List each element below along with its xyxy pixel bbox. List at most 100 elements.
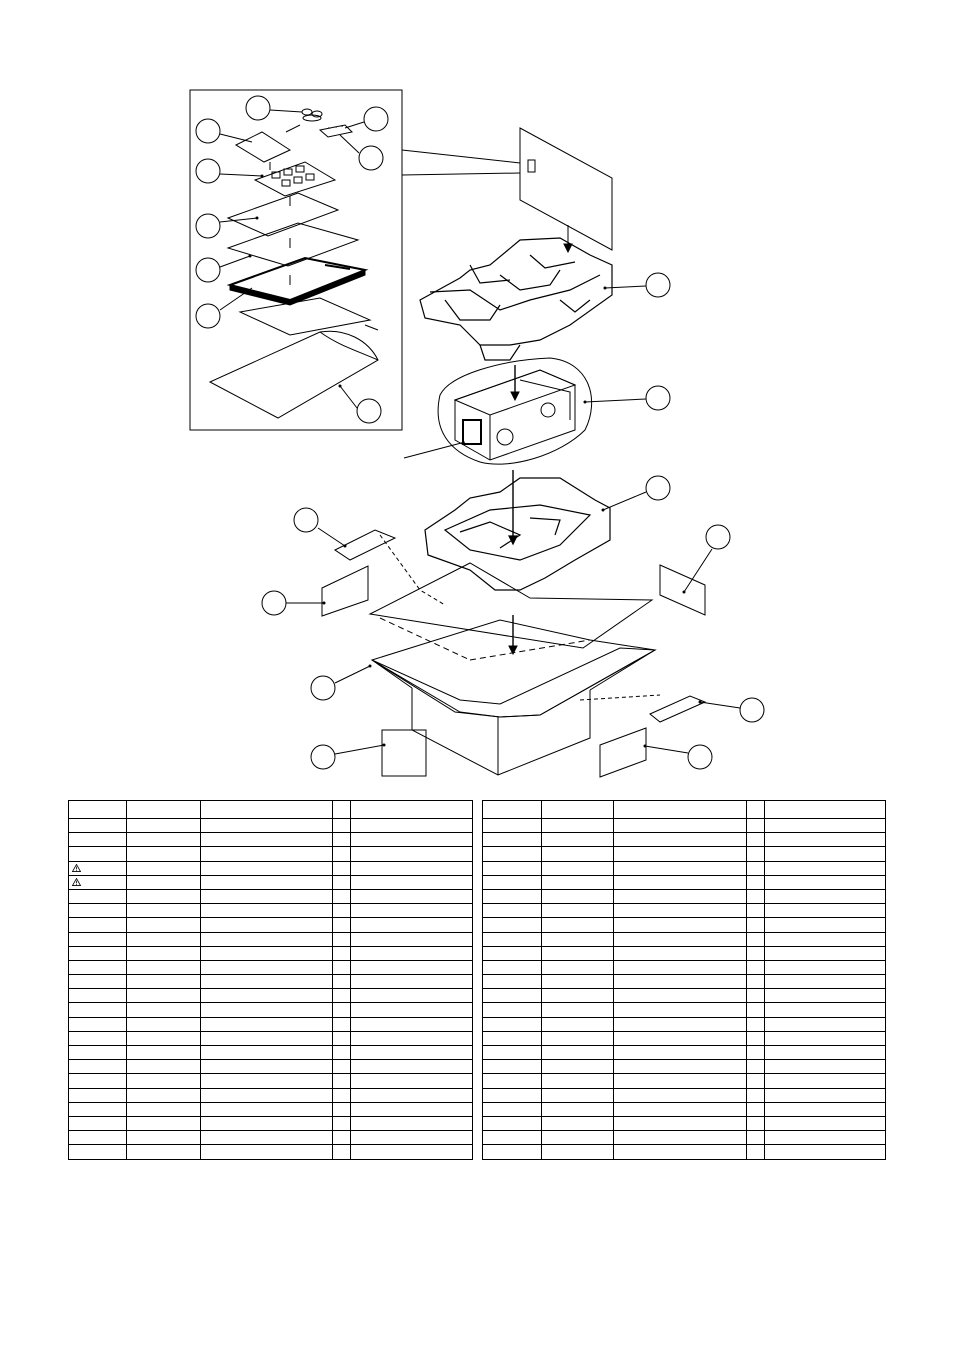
table-cell [332, 917, 351, 933]
table-cell [541, 1116, 614, 1132]
table-cell [126, 875, 201, 890]
callout-markers [195, 95, 765, 770]
table-cell [350, 1045, 473, 1061]
table-cell [541, 875, 614, 890]
table-cell [126, 1116, 201, 1132]
callout-marker-8 [195, 303, 221, 329]
table-cell [482, 1059, 542, 1075]
table-cell [332, 1088, 351, 1103]
table-cell [482, 1130, 542, 1146]
table-cell [68, 889, 127, 905]
table-cell [482, 1144, 542, 1160]
callout-marker-5 [195, 158, 221, 184]
label-side-left [321, 565, 369, 617]
table-cell [746, 903, 765, 919]
table-cell [200, 988, 333, 1004]
callout-marker-17 [739, 697, 765, 723]
table-row [482, 1144, 886, 1160]
table-cell [68, 903, 127, 919]
table-cell [332, 875, 351, 890]
table-cell [126, 1031, 201, 1047]
table-cell [613, 1017, 747, 1032]
table-cell [332, 903, 351, 919]
parts-table-right [482, 800, 886, 1160]
table-cell [764, 903, 886, 919]
table-cell [613, 1102, 747, 1117]
table-cell [613, 960, 747, 976]
table-cell [126, 1002, 201, 1018]
table-row [482, 1045, 886, 1061]
table-cell [482, 903, 542, 919]
table-cell [200, 875, 333, 890]
table-cell [350, 917, 473, 933]
table-row [482, 1088, 886, 1103]
table-cell [200, 903, 333, 919]
table-cell [764, 960, 886, 976]
table-cell [482, 1073, 542, 1089]
table-cell [541, 1130, 614, 1146]
table-cell [200, 1031, 333, 1047]
table-row [482, 818, 886, 834]
table-cell [332, 1144, 351, 1160]
table-row [68, 832, 473, 848]
table-cell [541, 1017, 614, 1032]
label-front-right [599, 727, 647, 778]
table-cell [332, 832, 351, 848]
table-cell [541, 1059, 614, 1075]
operating-manual-icon [226, 256, 369, 306]
table-cell [350, 974, 473, 990]
table-cell [764, 974, 886, 990]
table-cell [746, 1073, 765, 1089]
table-cell [613, 1088, 747, 1103]
table-cell [482, 861, 542, 876]
table-cell [746, 1059, 765, 1075]
table-cell [613, 903, 747, 919]
table-cell [613, 1002, 747, 1018]
table-row [68, 875, 473, 890]
callout-marker-14 [705, 524, 731, 550]
table-cell [68, 1045, 127, 1061]
table-row [482, 832, 886, 848]
table-cell [126, 1045, 201, 1061]
callout-marker-15 [261, 590, 287, 616]
table-cell [68, 1073, 127, 1089]
table-cell [332, 946, 351, 961]
table-row [482, 1116, 886, 1132]
table-cell [764, 1017, 886, 1032]
carton-box [368, 562, 657, 776]
warning-triangle-icon [72, 864, 81, 873]
table-row [68, 1130, 473, 1146]
table-cell [200, 1102, 333, 1117]
table-cell [764, 1144, 886, 1160]
table-cell [126, 832, 201, 848]
table-cell [68, 1059, 127, 1075]
table-row [482, 946, 886, 961]
table-row [68, 988, 473, 1004]
parts-table-left [68, 800, 473, 1160]
table-cell [764, 818, 886, 834]
table-cell [126, 946, 201, 961]
table-cell [332, 1073, 351, 1089]
table-cell [126, 1073, 201, 1089]
table-cell [764, 1102, 886, 1117]
table-cell [200, 832, 333, 848]
table-row [482, 917, 886, 933]
table-cell [482, 1116, 542, 1132]
table-cell [746, 946, 765, 961]
table-cell [68, 1116, 127, 1132]
table-right-body [482, 818, 886, 1160]
table-cell [746, 988, 765, 1004]
callout-marker-2 [363, 106, 389, 132]
table-cell [541, 932, 614, 947]
table-cell [126, 917, 201, 933]
leader-dots [248, 174, 702, 748]
table-cell [541, 917, 614, 933]
table-row [68, 917, 473, 933]
table-cell [332, 1031, 351, 1047]
table-cell [482, 1088, 542, 1103]
table-cell [764, 946, 886, 961]
table-cell [746, 1130, 765, 1146]
table-cell [332, 1116, 351, 1132]
table-cell [482, 889, 542, 905]
table-cell [613, 832, 747, 848]
